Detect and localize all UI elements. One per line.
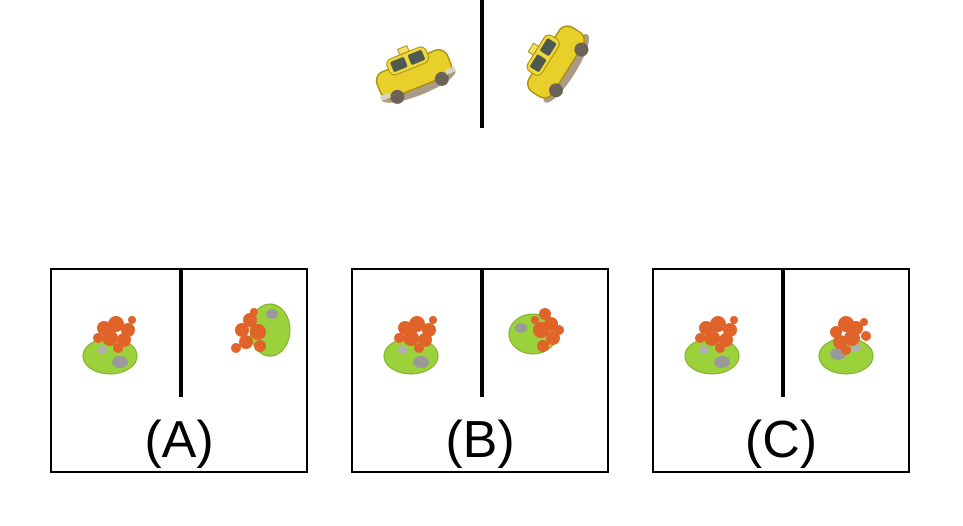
example-pair <box>360 0 605 130</box>
option-label: (A) <box>144 411 214 469</box>
tree-on-grass-icon <box>508 308 564 355</box>
tree-on-grass-icon <box>383 316 439 375</box>
tree-on-grass-icon <box>818 316 874 375</box>
taxi-icon <box>375 44 456 104</box>
option-a[interactable]: (A) <box>50 268 308 473</box>
option-divider <box>480 270 484 397</box>
option-divider <box>179 270 183 397</box>
tree-on-grass-icon <box>82 316 138 375</box>
example-divider <box>480 0 484 128</box>
option-label: (C) <box>744 411 818 469</box>
option-c[interactable]: (C) <box>652 268 910 473</box>
taxi-icon <box>526 25 590 103</box>
option-b[interactable]: (B) <box>351 268 609 473</box>
tree-on-grass-icon <box>684 316 740 375</box>
option-label: (B) <box>445 411 515 469</box>
option-divider <box>781 270 785 397</box>
tree-on-grass-icon <box>231 303 291 357</box>
